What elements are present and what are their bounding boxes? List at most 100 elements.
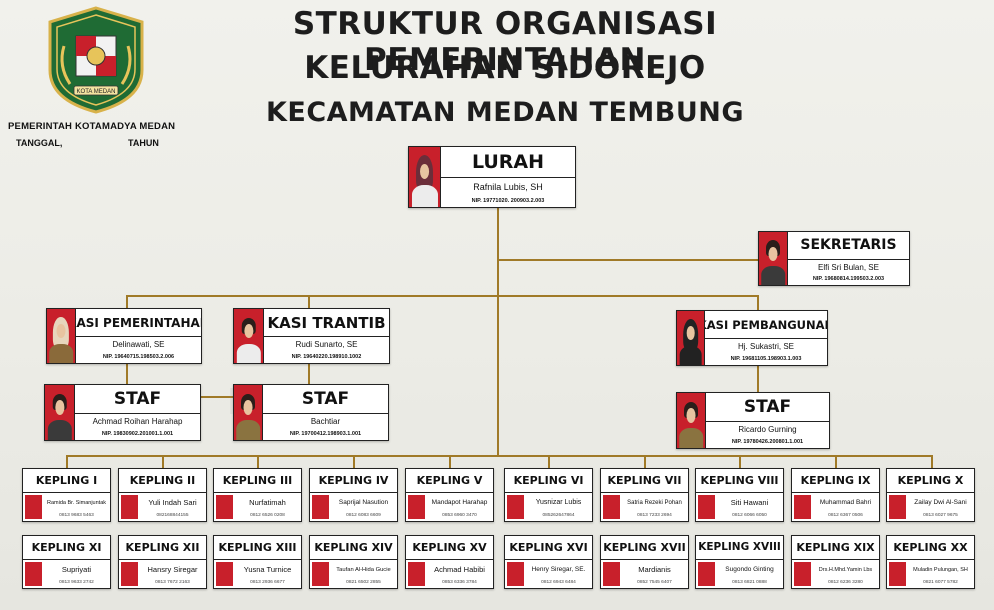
sekretaris-nip: NIP. 19680814.199503.2.003 xyxy=(812,276,885,283)
kepling-name: Mandapot Harahap xyxy=(431,499,488,507)
sekretaris-photo xyxy=(759,232,788,285)
kasi-pemerintahan-nip: NIP. 19640715.198503.2.006 xyxy=(102,354,175,361)
kepling-name: Satria Rezeki Pohan xyxy=(627,499,682,506)
kepling-photo xyxy=(698,494,715,519)
kepling-label: KEPLING XIX xyxy=(792,536,879,560)
kepling-photo xyxy=(312,561,329,586)
kepling-photo xyxy=(216,561,233,586)
kepling-card: KEPLING III Nurfatimah 0812 6526 0208 xyxy=(213,468,302,522)
staf-3-nip: NIP. 19780426.200801.1.001 xyxy=(731,439,804,446)
kepling-card: KEPLING XIX Drs.H.Mhd.Yamin Lbs 0812 623… xyxy=(791,535,880,589)
lurah-role: LURAH xyxy=(441,147,575,179)
seal-ribbon-text: KOTA MEDAN xyxy=(77,89,116,95)
kasi-pembangunan-photo xyxy=(677,311,705,365)
connector-line xyxy=(644,455,646,468)
connector-line xyxy=(757,295,759,311)
kepling-label: KEPLING XIII xyxy=(214,536,301,560)
kepling-label: KEPLING V xyxy=(406,469,493,493)
kepling-card: KEPLING XIII Yusna Turnice 0813 2936 667… xyxy=(213,535,302,589)
title-line-3: KECAMATAN MEDAN TEMBUNG xyxy=(265,97,745,128)
kepling-photo xyxy=(794,494,811,519)
kasi-pembangunan-role: KASI PEMBANGUNAN xyxy=(705,311,827,340)
kepling-photo xyxy=(794,561,811,586)
connector-line xyxy=(757,366,759,392)
staf-1-nip: NIP. 19830902.201001.1.001 xyxy=(101,431,174,438)
kepling-label: KEPLING II xyxy=(119,469,206,493)
connector-line xyxy=(353,455,355,468)
staf-3-name: Ricardo Gurning xyxy=(738,425,797,435)
date-label: TANGGAL, xyxy=(16,138,63,148)
kepling-label: KEPLING VI xyxy=(505,469,592,493)
kepling-card: KEPLING XVIII Sugondo Ginting 0813 6821 … xyxy=(695,535,784,589)
kepling-photo xyxy=(121,561,138,586)
kepling-phone: 0813 7672 2163 xyxy=(155,580,190,586)
city-seal-icon: KOTA MEDAN xyxy=(48,6,144,114)
connector-line xyxy=(835,455,837,468)
kepling-label: KEPLING IV xyxy=(310,469,397,493)
kepling-phone: 0813 6027 9675 xyxy=(923,513,958,519)
kepling-label: KEPLING X xyxy=(887,469,974,493)
kepling-label: KEPLING XVIII xyxy=(696,536,783,560)
kepling-card: KEPLING II Yuli Indah Sari 082168844155 xyxy=(118,468,207,522)
kepling-card: KEPLING V Mandapot Harahap 0853 6960 347… xyxy=(405,468,494,522)
kepling-photo xyxy=(603,561,620,586)
kepling-name: Taufan Al-Hida Gucie xyxy=(336,566,391,573)
kepling-photo xyxy=(121,494,138,519)
kasi-trantib-name: Rudi Sunarto, SE xyxy=(295,340,358,350)
kepling-name: Supriyati xyxy=(61,565,92,575)
kasi-trantib-role: KASI TRANTIB xyxy=(264,309,389,338)
kepling-phone: 0812 6943 6484 xyxy=(541,580,576,586)
kepling-name: Ramida Br. Simanjuntak xyxy=(47,499,106,506)
kepling-phone: 0813 6821 0888 xyxy=(732,580,767,586)
kasi-pembangunan-box: KASI PEMBANGUNAN Hj. Sukastri, SE NIP. 1… xyxy=(676,310,828,366)
kepling-card: KEPLING XIV Taufan Al-Hida Gucie 0821 65… xyxy=(309,535,398,589)
kasi-pemerintahan-box: KASI PEMERINTAHAN Delinawati, SE NIP. 19… xyxy=(46,308,202,364)
kasi-pembangunan-name: Hj. Sukastri, SE xyxy=(737,342,794,352)
kasi-pemerintahan-role: KASI PEMERINTAHAN xyxy=(76,309,201,338)
staf-1-photo xyxy=(45,385,75,440)
sekretaris-name: Elfi Sri Bulan, SE xyxy=(818,262,879,272)
staf-2-name: Bachtiar xyxy=(310,417,341,427)
kepling-card: KEPLING I Ramida Br. Simanjuntak 0813 96… xyxy=(22,468,111,522)
kepling-photo xyxy=(507,561,524,586)
lurah-photo xyxy=(409,147,441,207)
kepling-label: KEPLING IX xyxy=(792,469,879,493)
kepling-phone: 0812 6066 6050 xyxy=(732,513,767,519)
connector-line xyxy=(739,455,741,468)
kepling-label: KEPLING XX xyxy=(887,536,974,560)
kepling-phone: 0812 6083 6609 xyxy=(346,513,381,519)
kepling-phone: 0813 9633 2742 xyxy=(59,580,94,586)
year-label: TAHUN xyxy=(128,138,159,148)
kepling-phone: 085262647864 xyxy=(542,513,575,519)
kasi-trantib-photo xyxy=(234,309,264,363)
connector-line xyxy=(201,396,233,398)
staf-3-photo xyxy=(677,393,706,448)
kepling-label: KEPLING XI xyxy=(23,536,110,560)
connector-line xyxy=(126,295,128,309)
kepling-photo xyxy=(603,494,620,519)
kepling-name: Henry Siregar, SE. xyxy=(531,566,586,574)
kepling-label: KEPLING VII xyxy=(601,469,688,493)
staf-3-box: STAF Ricardo Gurning NIP. 19780426.20080… xyxy=(676,392,830,449)
staf-2-photo xyxy=(234,385,263,440)
connector-line xyxy=(126,364,128,384)
kepling-card: KEPLING VI Yusnizar Lubis 085262647864 xyxy=(504,468,593,522)
kepling-phone: 0812 6526 0208 xyxy=(250,513,285,519)
connector-line xyxy=(308,295,310,309)
kepling-label: KEPLING XIV xyxy=(310,536,397,560)
connector-line xyxy=(66,455,68,468)
kepling-name: Nurfatimah xyxy=(249,498,286,508)
kepling-name: Muladin Pulungan, SH xyxy=(913,566,968,573)
connector-line xyxy=(162,455,164,468)
staf-2-role: STAF xyxy=(263,385,388,414)
kepling-photo xyxy=(507,494,524,519)
kepling-card: KEPLING XI Supriyati 0813 9633 2742 xyxy=(22,535,111,589)
kepling-phone: 0852 7545 6407 xyxy=(637,580,672,586)
kepling-card: KEPLING VII Satria Rezeki Pohan 0813 723… xyxy=(600,468,689,522)
kepling-photo xyxy=(408,561,425,586)
kepling-phone: 0813 2936 6677 xyxy=(250,580,285,586)
kepling-card: KEPLING XV Achmad Habibi 0853 6336 3784 xyxy=(405,535,494,589)
kepling-card: KEPLING VIII Siti Hawani 0812 6066 6050 xyxy=(695,468,784,522)
kasi-trantib-box: KASI TRANTIB Rudi Sunarto, SE NIP. 19640… xyxy=(233,308,390,364)
